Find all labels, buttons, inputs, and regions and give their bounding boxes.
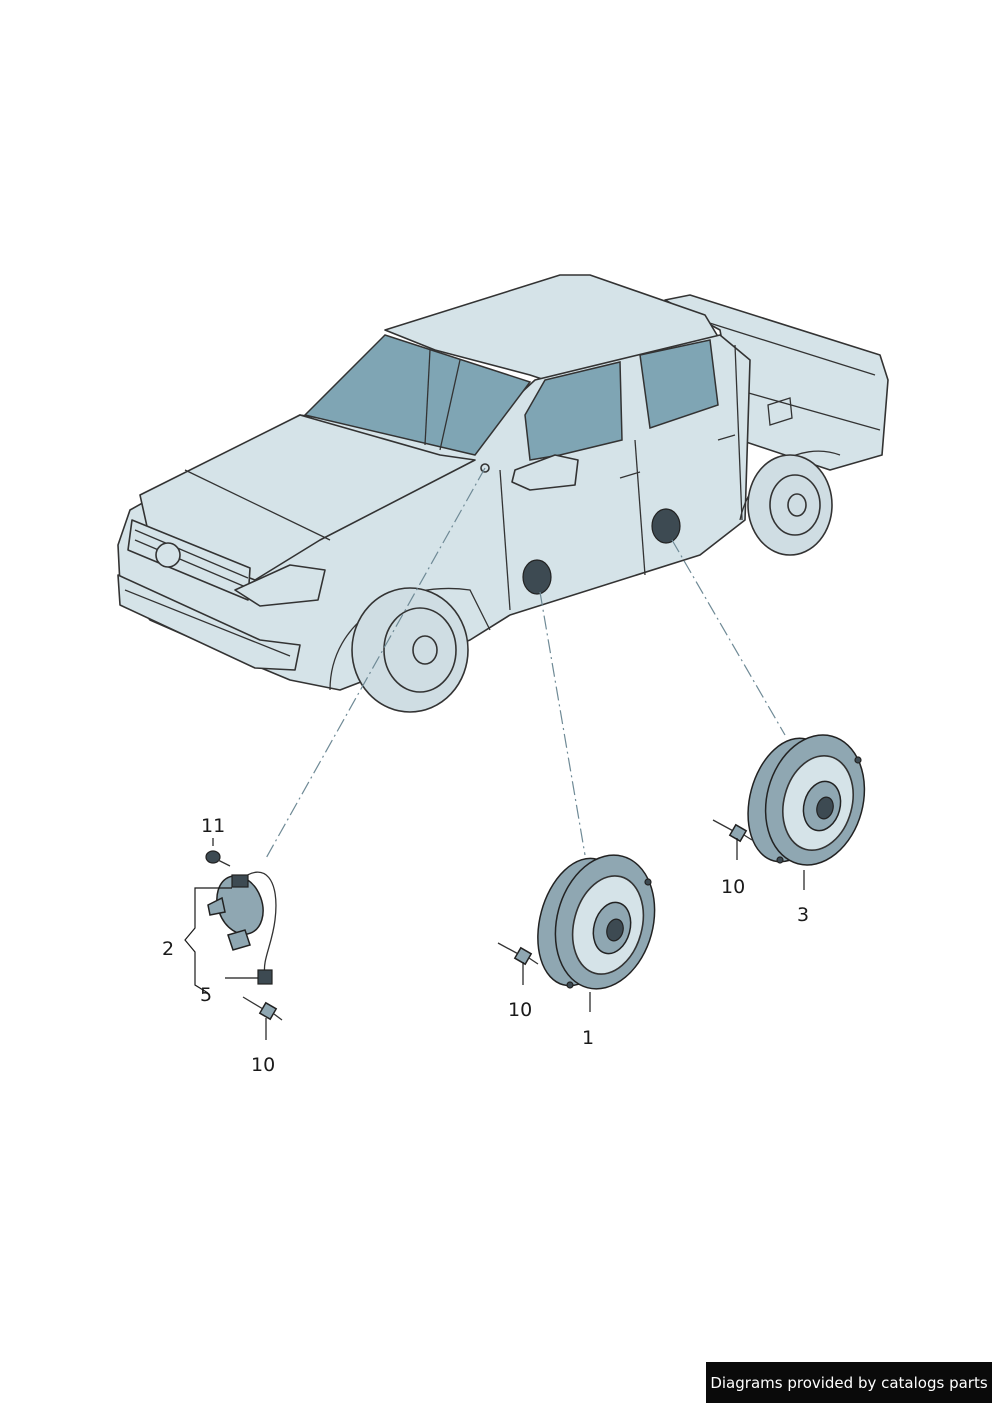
tweeter-assembly bbox=[207, 871, 277, 985]
location-line-tweeter bbox=[264, 467, 486, 861]
screw-11 bbox=[205, 850, 231, 867]
callout-10-right: 10 bbox=[721, 876, 745, 898]
location-line-front-speaker bbox=[539, 591, 586, 856]
front-door-speaker-opening bbox=[522, 559, 552, 595]
callout-11: 11 bbox=[201, 815, 225, 837]
rear-door-speaker-opening bbox=[651, 508, 681, 544]
front-door-speaker bbox=[537, 854, 656, 990]
callout-5: 5 bbox=[200, 984, 212, 1006]
callout-1: 1 bbox=[582, 1027, 594, 1049]
callout-10-mid: 10 bbox=[508, 999, 532, 1021]
rivet-10-left bbox=[242, 996, 283, 1021]
rivet-10-right bbox=[712, 819, 753, 843]
callout-2: 2 bbox=[162, 938, 174, 960]
location-line-rear-speaker bbox=[671, 539, 786, 736]
credit-banner: Diagrams provided by catalogs parts bbox=[706, 1362, 992, 1403]
callout-10-left: 10 bbox=[251, 1054, 275, 1076]
callout-3: 3 bbox=[797, 904, 809, 926]
rear-door-speaker bbox=[747, 734, 866, 866]
pickup-truck-illustration bbox=[117, 274, 889, 713]
rivet-10-mid bbox=[497, 942, 539, 966]
